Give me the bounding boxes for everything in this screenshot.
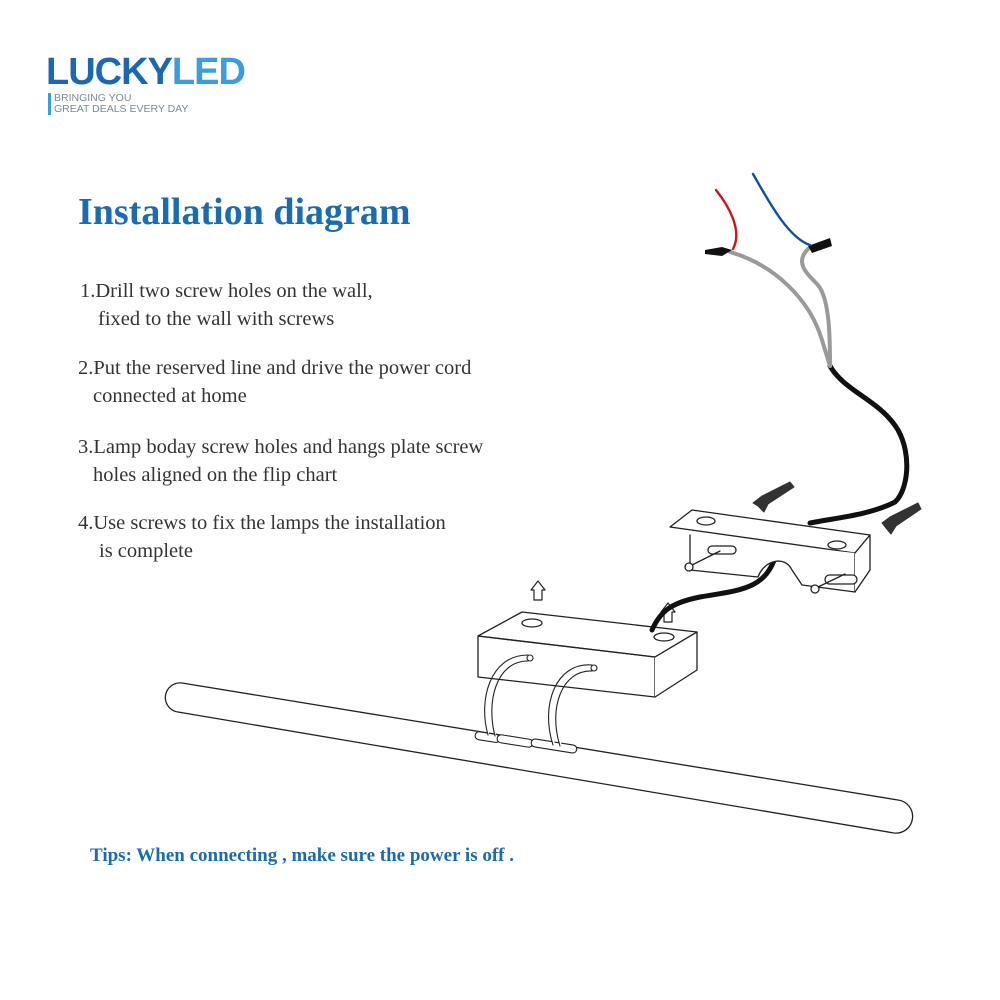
step-2: 2.Put the reserved line and drive the po…	[78, 354, 471, 410]
gray-wires	[728, 247, 832, 368]
tips-note: Tips: When connecting , make sure the po…	[90, 845, 515, 866]
step-4-line-1: 4.Use screws to fix the lamps the instal…	[78, 512, 446, 534]
neutral-wire	[751, 172, 812, 247]
wall-anchor-icon	[752, 481, 922, 535]
step-2-line-2: connected at home	[93, 385, 247, 407]
step-3-line-2: holes aligned on the flip chart	[93, 464, 338, 486]
mounting-plate	[669, 509, 871, 594]
step-1-line-2: fixed to the wall with screws	[98, 308, 335, 330]
logo-lucky: LUCKY	[46, 51, 173, 93]
tagline-line-1: BRINGING YOU	[54, 92, 132, 104]
live-wire	[714, 188, 738, 251]
lamp-tube	[164, 682, 914, 834]
power-cable-upper	[807, 363, 910, 526]
tagline-line-2: GREAT DEALS EVERY DAY	[54, 103, 189, 115]
logo-led: LED	[171, 51, 246, 93]
step-2-line-1: 2.Put the reserved line and drive the po…	[78, 357, 472, 379]
page-title: Installation diagram	[78, 191, 411, 233]
power-cable-lower	[649, 552, 779, 633]
brand-logo: LUCKYLED BRINGING YOU GREAT DEALS EVERY …	[46, 51, 246, 115]
step-1: 1.Drill two screw holes on the wall, fix…	[80, 277, 373, 333]
step-1-line-1: 1.Drill two screw holes on the wall,	[80, 280, 373, 302]
tube-clips	[474, 654, 598, 754]
lamp-body-box	[477, 611, 698, 698]
logo-tagline: BRINGING YOU GREAT DEALS EVERY DAY	[48, 93, 245, 115]
wire-connector-icon	[705, 238, 832, 256]
step-3: 3.Lamp boday screw holes and hangs plate…	[78, 433, 483, 489]
step-4: 4.Use screws to fix the lamps the instal…	[78, 509, 446, 565]
step-3-line-1: 3.Lamp boday screw holes and hangs plate…	[78, 436, 484, 458]
step-4-line-2: is complete	[99, 540, 193, 562]
